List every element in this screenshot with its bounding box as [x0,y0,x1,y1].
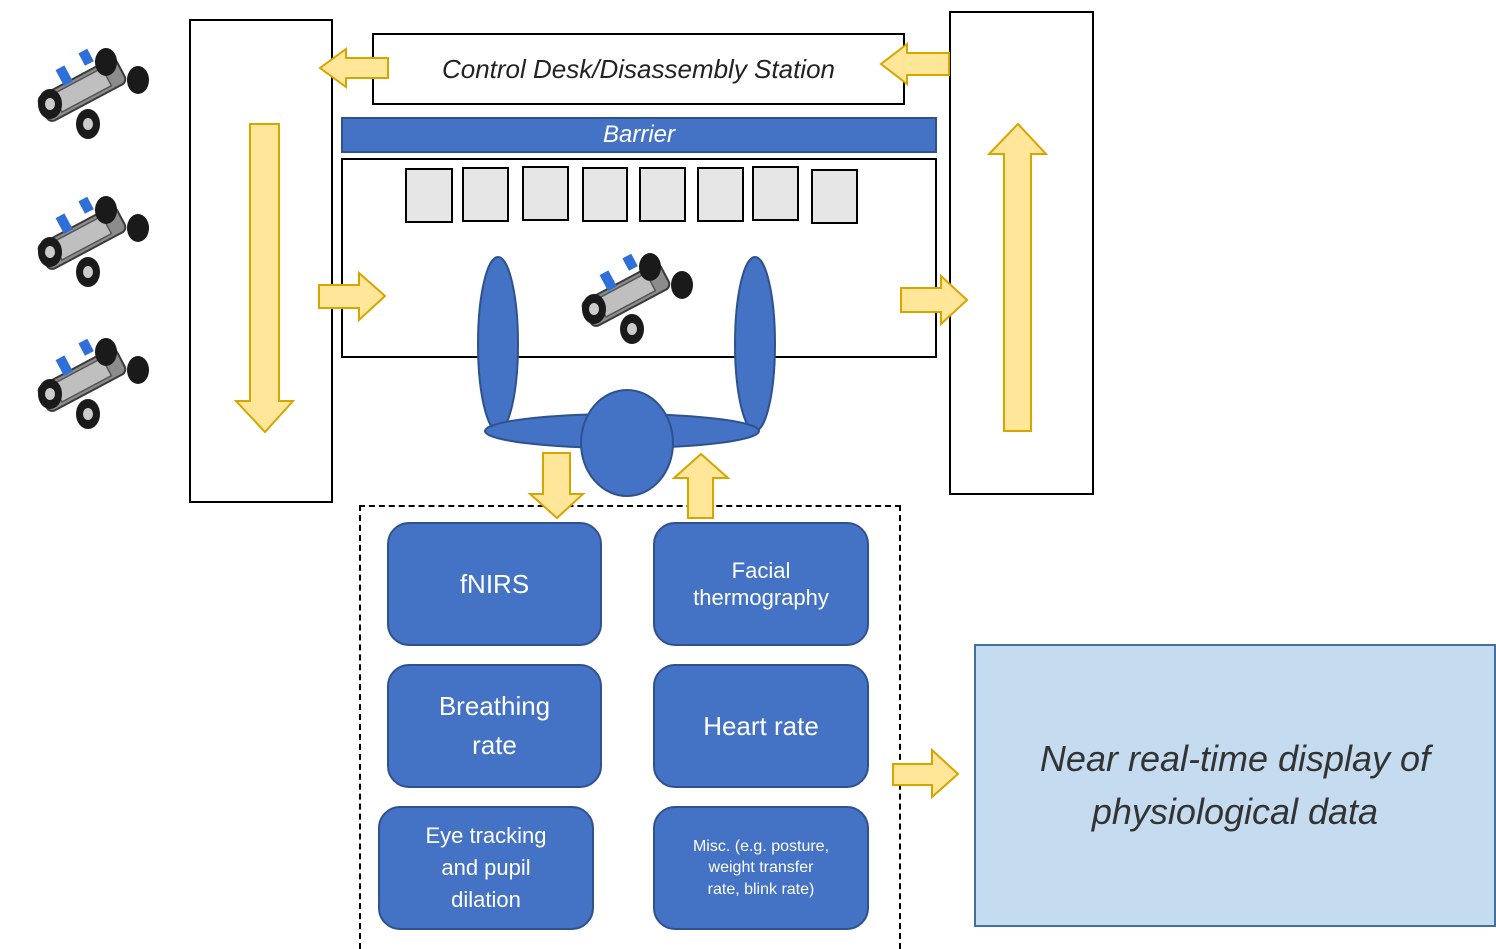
toy-car-icon [35,195,150,288]
flow-arrow-icon [318,47,389,89]
flow-arrow-icon [527,452,586,520]
sensor-eye-tracking-label: Eye tracking and pupil dilation [425,823,547,912]
part-slot [582,167,628,222]
barrier-label: Barrier [602,121,675,148]
sensor-fnirs-label: fNIRS [459,568,530,599]
toy-car-icon [35,337,150,430]
part-slot [697,167,744,222]
sensor-facial-thermography: Facial thermography [653,522,869,646]
display-panel: Near real-time display of physiological … [974,644,1496,927]
part-slot [405,168,453,223]
flow-arrow-icon [986,122,1049,432]
part-slot [811,169,858,224]
sensor-breathing-rate: Breathing rate [387,664,602,788]
control-desk-label: Control Desk/Disassembly Station [441,53,836,84]
flow-arrow-icon [900,273,969,327]
flow-arrow-icon [318,270,387,323]
control-desk-box: Control Desk/Disassembly Station [372,33,905,105]
toy-car-icon [35,47,150,140]
sensor-misc-label: Misc. (e.g. posture, weight transfer rat… [692,837,830,898]
sensor-heart-rate-label: Heart rate [703,710,819,741]
barrier-bar: Barrier [341,117,937,153]
sensor-group-box [359,505,901,949]
part-slot [639,167,686,222]
sensor-facial-thermography-label: Facial thermography [693,557,829,611]
flow-arrow-icon [879,41,950,87]
toy-car-icon [579,252,694,345]
sensor-fnirs: fNIRS [387,522,602,646]
flow-arrow-icon [233,123,296,434]
sensor-misc: Misc. (e.g. posture, weight transfer rat… [653,806,869,930]
sensor-breathing-rate-label: Breathing rate [438,691,551,760]
worker-top-view-icon [477,256,776,497]
sensor-heart-rate: Heart rate [653,664,869,788]
part-slot [752,166,799,221]
sensor-eye-tracking: Eye tracking and pupil dilation [378,806,594,930]
display-label: Near real-time display of physiological … [1039,738,1431,832]
part-slot [522,166,569,221]
flow-arrow-icon [671,452,731,519]
part-slot [462,167,509,222]
flow-arrow-icon [892,747,960,800]
